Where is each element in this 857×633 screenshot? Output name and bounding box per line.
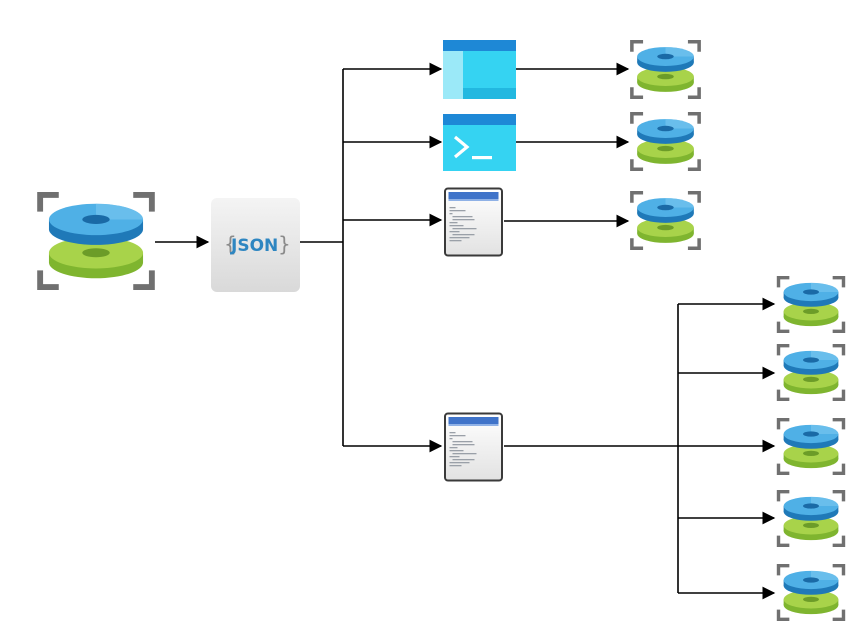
managed-disk-icon [630,40,701,99]
script-file-icon [443,187,504,257]
script-file-icon [443,412,504,482]
managed-disk-icon [776,490,846,547]
json-brace-open: { [224,232,237,256]
json-brace-close: } [278,232,291,256]
managed-disk-icon [776,418,846,475]
managed-disk-icon [40,195,152,287]
managed-disk-icon [630,191,701,250]
managed-disk-icon [630,112,701,171]
managed-disk-icon [776,276,846,333]
managed-disk-icon [776,564,846,621]
managed-disk-icon [776,344,846,401]
connectors [155,62,776,600]
portal-window-icon [443,40,516,99]
json-template-icon: { JSON } [211,198,300,292]
cli-terminal-icon [443,114,516,171]
json-label: JSON [230,236,278,256]
